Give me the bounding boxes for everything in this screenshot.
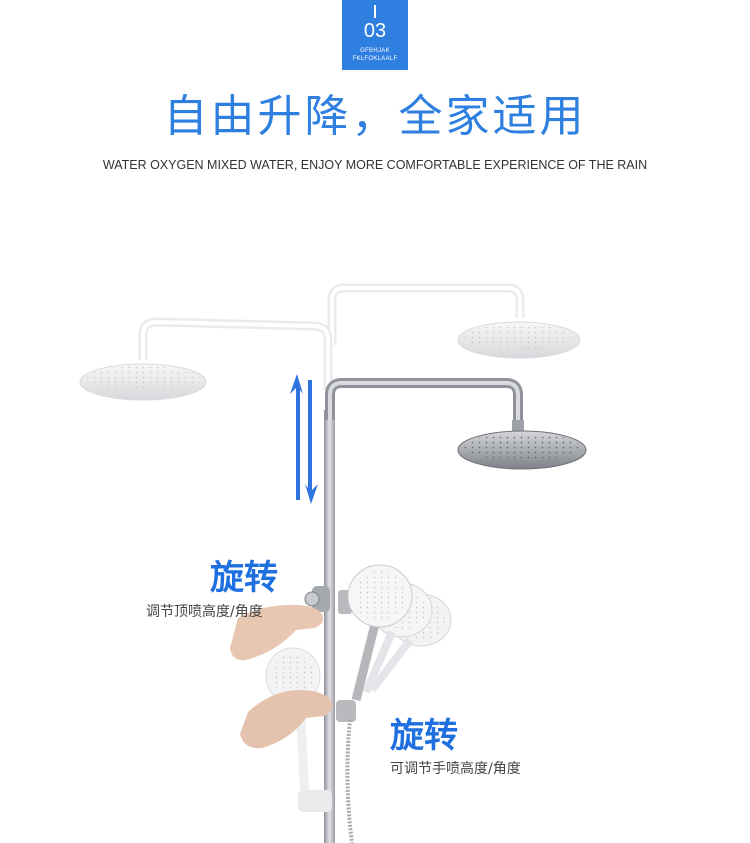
hand-adjusting-bottom — [240, 690, 333, 749]
slider-bracket-bottom — [336, 700, 356, 722]
section-number-badge: 03 GFBHJAK FKLFOKLAALF — [342, 0, 408, 70]
badge-number: 03 — [363, 20, 387, 42]
badge-caption-line-2: FKLFOKLAALF — [352, 56, 398, 62]
page-subtitle: WATER OXYGEN MIXED WATER, ENJOY MORE COM… — [102, 158, 648, 172]
shower-arm — [325, 378, 523, 425]
ghost-top-shower-left — [79, 317, 333, 401]
riser-pipe — [324, 410, 335, 843]
rotation-knob — [304, 586, 330, 612]
hand-shower — [347, 564, 413, 702]
hand-adjusting-top — [230, 604, 323, 661]
up-down-arrow-icon — [290, 374, 318, 504]
callout-hand-title: 旋转 — [390, 716, 458, 756]
page-title: 自由升降，全家适用 — [163, 91, 587, 142]
badge-caption-line-1: GFBHJAK — [360, 48, 390, 54]
rain-shower-head — [457, 430, 587, 470]
badge-tick-mark — [374, 5, 376, 18]
ghost-top-shower-right — [327, 283, 581, 359]
callout-top-title: 旋转 — [210, 558, 278, 598]
callout-hand-text: 可调节手喷高度/角度 — [390, 761, 521, 777]
callout-top-text: 调节顶喷高度/角度 — [146, 604, 263, 620]
shower-hose — [345, 719, 354, 843]
